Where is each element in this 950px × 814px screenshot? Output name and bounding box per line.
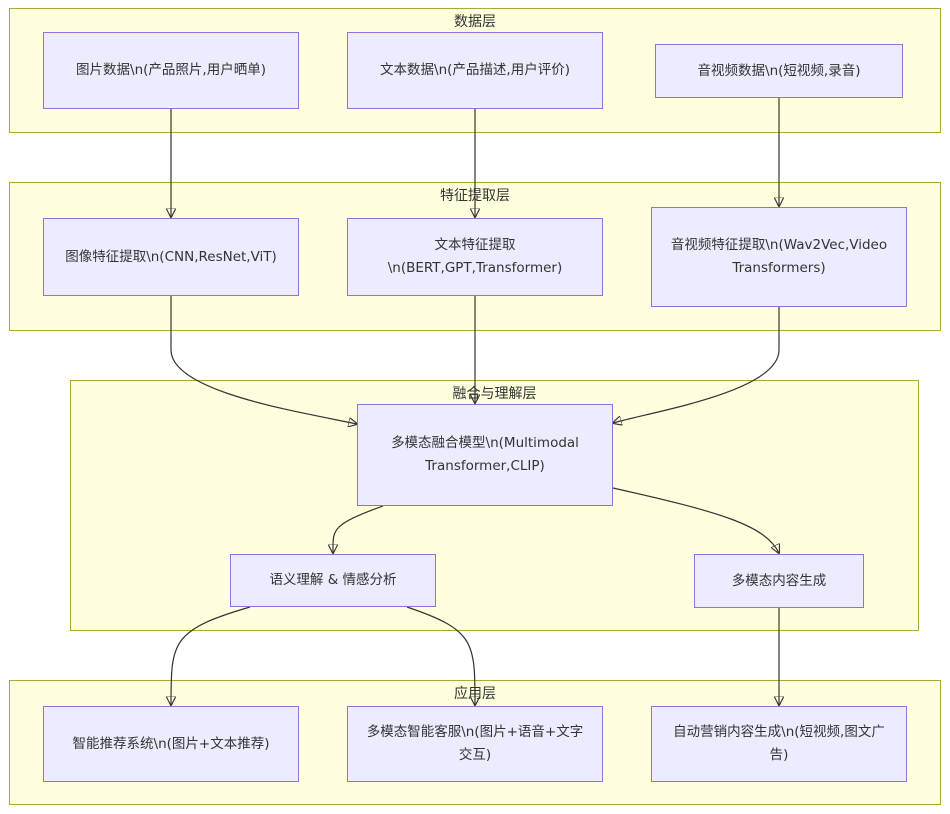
cluster-title: 数据层 [454, 14, 496, 30]
node-text-feat[interactable]: 文本特征提取\n(BERT,GPT,Transformer) [347, 218, 603, 296]
node-label: 智能推荐系统\n(图片+文本推荐) [72, 735, 270, 752]
node-marketing[interactable]: 自动营销内容生成\n(短视频,图文广告) [651, 706, 907, 782]
node-label: 自动营销内容生成\n(短视频,图文广告) [673, 724, 885, 763]
node-av-feat[interactable]: 音视频特征提取\n(Wav2Vec,Video Transformers) [651, 207, 907, 307]
node-label: 音视频特征提取\n(Wav2Vec,Video Transformers) [670, 237, 888, 276]
node-fusion-model[interactable]: 多模态融合模型\n(Multimodal Transformer,CLIP) [357, 404, 613, 506]
cluster-title: 应用层 [454, 686, 496, 702]
node-label: 多模态智能客服\n(图片+语音+文字交互) [366, 724, 584, 763]
node-content-gen[interactable]: 多模态内容生成 [694, 554, 864, 608]
node-recommend[interactable]: 智能推荐系统\n(图片+文本推荐) [43, 706, 299, 782]
node-semantic[interactable]: 语义理解 & 情感分析 [230, 554, 436, 607]
node-label: 文本特征提取\n(BERT,GPT,Transformer) [387, 237, 563, 276]
cluster-title: 特征提取层 [440, 188, 510, 204]
node-label: 图像特征提取\n(CNN,ResNet,ViT) [65, 248, 277, 265]
node-image-feat[interactable]: 图像特征提取\n(CNN,ResNet,ViT) [43, 218, 299, 296]
node-label: 图片数据\n(产品照片,用户晒单) [76, 62, 266, 78]
node-label: 音视频数据\n(短视频,录音) [697, 62, 861, 79]
node-text-data[interactable]: 文本数据\n(产品描述,用户评价) [347, 32, 603, 109]
node-service[interactable]: 多模态智能客服\n(图片+语音+文字交互) [347, 706, 603, 782]
node-av-data[interactable]: 音视频数据\n(短视频,录音) [655, 44, 903, 98]
node-label: 文本数据\n(产品描述,用户评价) [380, 62, 570, 78]
node-label: 多模态内容生成 [731, 572, 827, 589]
node-label: 语义理解 & 情感分析 [269, 572, 397, 588]
node-label: 多模态融合模型\n(Multimodal Transformer,CLIP) [391, 435, 579, 474]
node-image-data[interactable]: 图片数据\n(产品照片,用户晒单) [43, 32, 299, 109]
cluster-title: 融合与理解层 [452, 386, 537, 402]
